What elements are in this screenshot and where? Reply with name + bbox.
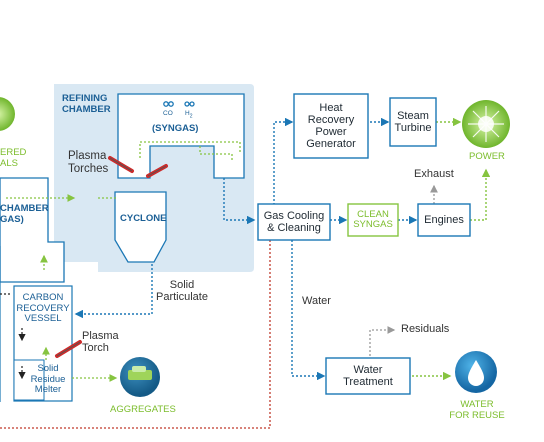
carbon-line-2: RECOVERY: [16, 302, 70, 314]
h2-label: H2: [185, 110, 193, 120]
co-label: CO: [163, 110, 173, 117]
syngas-label: (SYNGAS): [152, 123, 199, 134]
steam-turbine-box: [389, 97, 437, 147]
recovered-materials-label: ERED ALS: [0, 147, 27, 169]
left-chamber-line-2: GAS): [0, 213, 24, 225]
left-chamber-vessel: [0, 177, 65, 283]
melter-line-3: Melter: [34, 384, 62, 396]
power-icon: [462, 100, 510, 148]
water-reuse-line-1: WATER: [460, 399, 494, 410]
residuals-label: Residuals: [401, 323, 450, 335]
recovered-materials-icon: [0, 97, 15, 131]
refining-line-2: CHAMBER: [62, 103, 111, 115]
carbon-recovery-vessel-label: CARBON RECOVERY VESSEL: [16, 292, 70, 325]
melter-outline: [13, 359, 45, 401]
clean-syngas-box: [347, 203, 399, 237]
refining-chamber-label: REFINING CHAMBER: [62, 93, 111, 115]
blue-flow-cyclone-to-gas-cooling: [223, 178, 256, 225]
clean-syngas-label: CLEAN SYNGAS: [353, 208, 393, 230]
plasma-torch-label: Plasma Torch: [82, 330, 119, 355]
recovered-line-1: ERED: [0, 147, 27, 158]
engines-label: Engines: [424, 213, 464, 226]
carbon-line-3: VESSEL: [24, 313, 62, 325]
melter-line-1: Solid: [37, 363, 59, 374]
left-chamber-label: CHAMBER GAS): [0, 203, 49, 225]
water-treatment-box: [325, 357, 411, 395]
gas-cooling-box: [257, 203, 331, 241]
h2-text: H: [185, 110, 190, 117]
heat-recovery-box: [293, 93, 369, 159]
plasma-torches-line-1: Plasma: [68, 150, 107, 162]
left-chamber-line-1: CHAMBER: [0, 203, 49, 214]
red-return-loop: [0, 240, 271, 429]
aggregates-icon: [120, 357, 160, 397]
refining-line-1: REFINING: [62, 93, 108, 104]
green-flow-engines-to-power: [470, 168, 491, 221]
blue-flow-particulate: [74, 264, 153, 319]
plasma-torches-label: Plasma Torches: [68, 150, 108, 176]
particulate-line-2: Particulate: [156, 291, 208, 304]
solid-residue-melter-label: Solid Residue Melter: [30, 363, 66, 396]
power-label: POWER: [469, 151, 505, 162]
plasma-torch-line-2: Torch: [82, 342, 109, 355]
recovered-line-2: ALS: [0, 157, 18, 169]
steam-turbine-label: Steam Turbine: [394, 109, 432, 134]
cyclone-label: CYCLONE: [120, 213, 167, 224]
water-for-reuse-label: WATER FOR REUSE: [446, 399, 508, 421]
water-label: Water: [302, 295, 331, 307]
water-treatment-label: Water Treatment: [343, 363, 393, 388]
gas-cooling-label: Gas Cooling & Cleaning: [263, 209, 325, 234]
cyclone-vessel: [114, 191, 167, 263]
melter-line-2: Residue: [30, 373, 66, 385]
plasma-torches-line-2: Torches: [68, 162, 109, 175]
engines-box: [417, 203, 471, 237]
carbon-line-1: CARBON: [22, 292, 64, 303]
exhaust-label: Exhaust: [414, 168, 454, 180]
plasma-torch-line-1: Plasma: [82, 330, 119, 342]
blue-flow-to-water-treatment: [291, 240, 326, 381]
gray-flow-residuals: [369, 326, 396, 356]
particulate-line-1: Solid: [169, 279, 195, 291]
molecule-icon: [163, 101, 195, 107]
blue-flow-to-heat-recovery: [273, 117, 294, 205]
heat-recovery-label: Heat Recovery Power Generator: [306, 101, 356, 151]
water-drop-icon: [455, 351, 497, 393]
syngas-vessel: [117, 93, 245, 179]
water-reuse-line-2: FOR REUSE: [449, 409, 505, 421]
aggregates-label: AGGREGATES: [110, 404, 176, 415]
solid-particulate-label: Solid Particulate: [150, 279, 214, 304]
